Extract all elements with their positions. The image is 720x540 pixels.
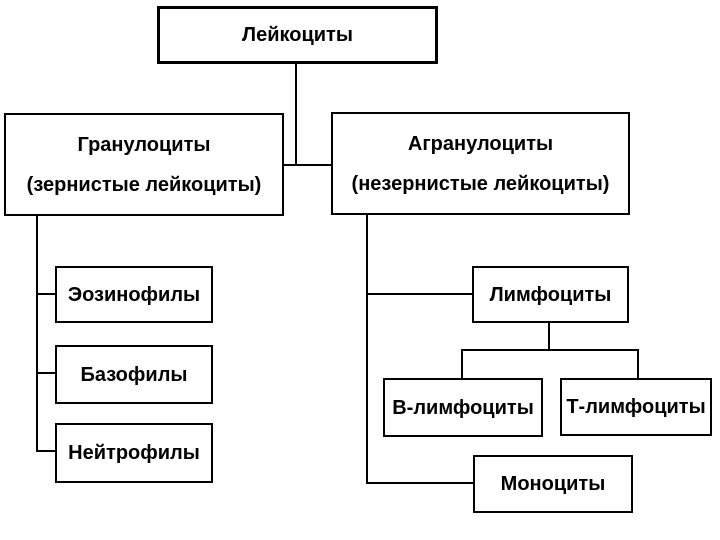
connector-basophils-branch: [36, 372, 55, 374]
connector-leukocytes-down: [295, 63, 297, 166]
connector-neutrophils-branch: [36, 450, 55, 452]
node-basophils-label: Базофилы: [80, 363, 188, 386]
node-granulocytes-subtitle: (зернистые лейкоциты): [26, 173, 262, 196]
connector-agranulocytes-trunk: [366, 215, 368, 484]
node-agranulocytes-subtitle: (незернистые лейкоциты): [351, 172, 610, 195]
node-eosinophils-label: Эозинофилы: [67, 283, 201, 306]
node-agranulocytes-title: Агранулоциты: [407, 132, 554, 155]
node-t-lymphocytes-label: Т-лимфоциты: [566, 396, 706, 418]
node-lymphocytes-label: Лимфоциты: [489, 283, 612, 306]
node-neutrophils: Нейтрофилы: [55, 423, 213, 483]
node-monocytes-label: Моноциты: [500, 473, 606, 495]
node-agranulocytes: Агранулоциты (незернистые лейкоциты): [331, 112, 630, 215]
node-lymphocytes: Лимфоциты: [472, 266, 629, 323]
node-leukocytes-label: Лейкоциты: [242, 24, 353, 46]
connector-granulocytes-agranulocytes: [283, 164, 331, 166]
node-granulocytes-title: Гранулоциты: [77, 133, 211, 156]
connector-eosinophils-branch: [36, 293, 55, 295]
node-b-lymphocytes-label: В-лимфоциты: [392, 396, 534, 419]
node-monocytes: Моноциты: [473, 455, 633, 513]
connector-lymphocytes-split: [461, 349, 639, 351]
connector-monocytes-branch: [366, 482, 473, 484]
node-neutrophils-label: Нейтрофилы: [68, 442, 200, 464]
node-leukocytes: Лейкоциты: [157, 6, 438, 64]
connector-lymphocytes-down: [548, 323, 550, 351]
node-granulocytes: Гранулоциты (зернистые лейкоциты): [4, 113, 284, 216]
connector-lymphocytes-branch: [366, 293, 472, 295]
node-basophils: Базофилы: [55, 345, 213, 404]
connector-t-lymphocytes-down: [637, 349, 639, 378]
connector-b-lymphocytes-down: [461, 349, 463, 378]
node-t-lymphocytes: Т-лимфоциты: [560, 378, 712, 436]
node-eosinophils: Эозинофилы: [55, 266, 213, 323]
connector-granulocytes-trunk: [36, 215, 38, 452]
node-b-lymphocytes: В-лимфоциты: [383, 378, 543, 437]
